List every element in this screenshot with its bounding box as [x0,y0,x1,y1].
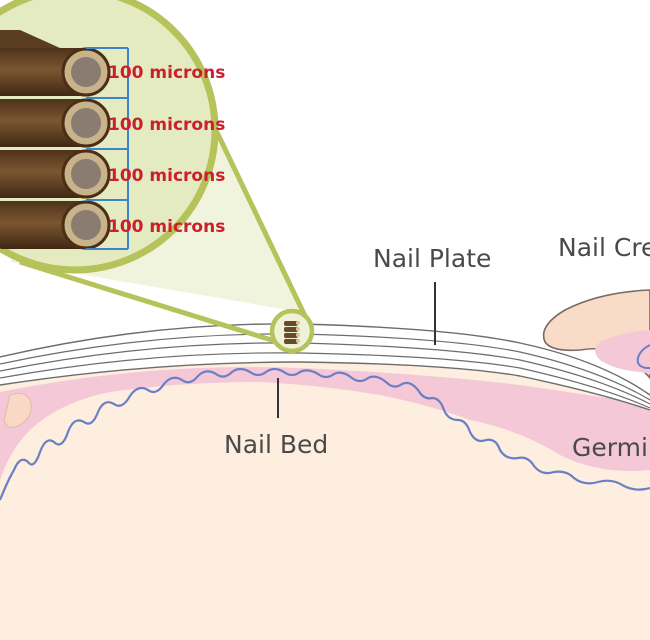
fiber-ends [61,47,111,250]
label-germinal: Germi [572,433,648,462]
measure-label-4: 100 microns [108,217,225,237]
nail-plate-fill [0,323,650,410]
inset-contents [0,30,129,250]
nail-plate-line-5 [0,361,650,411]
nail-crest-inner [595,330,650,374]
nail-bed-tissue [0,367,650,480]
left-skin-fold [3,392,32,429]
measure-label-3: 100 microns [108,166,225,186]
nail-plate-line-1 [0,323,650,396]
sample-fibers [284,321,300,344]
measure-label-2: 100 microns [108,115,225,135]
magnifier-edge-bottom [19,259,279,345]
nail-plate-line-2 [0,333,650,401]
label-nail-plate: Nail Plate [373,244,491,273]
measure-label-1: 100 microns [108,63,225,83]
nail-plate-line-4 [0,352,650,409]
label-nail-bed: Nail Bed [224,430,328,459]
measure-brackets [86,47,129,250]
tissue-wave-line [0,367,650,501]
germinal-wave [636,344,650,369]
label-nail-crest: Nail Cre [558,233,650,262]
nail-plate-line-3 [0,342,650,405]
